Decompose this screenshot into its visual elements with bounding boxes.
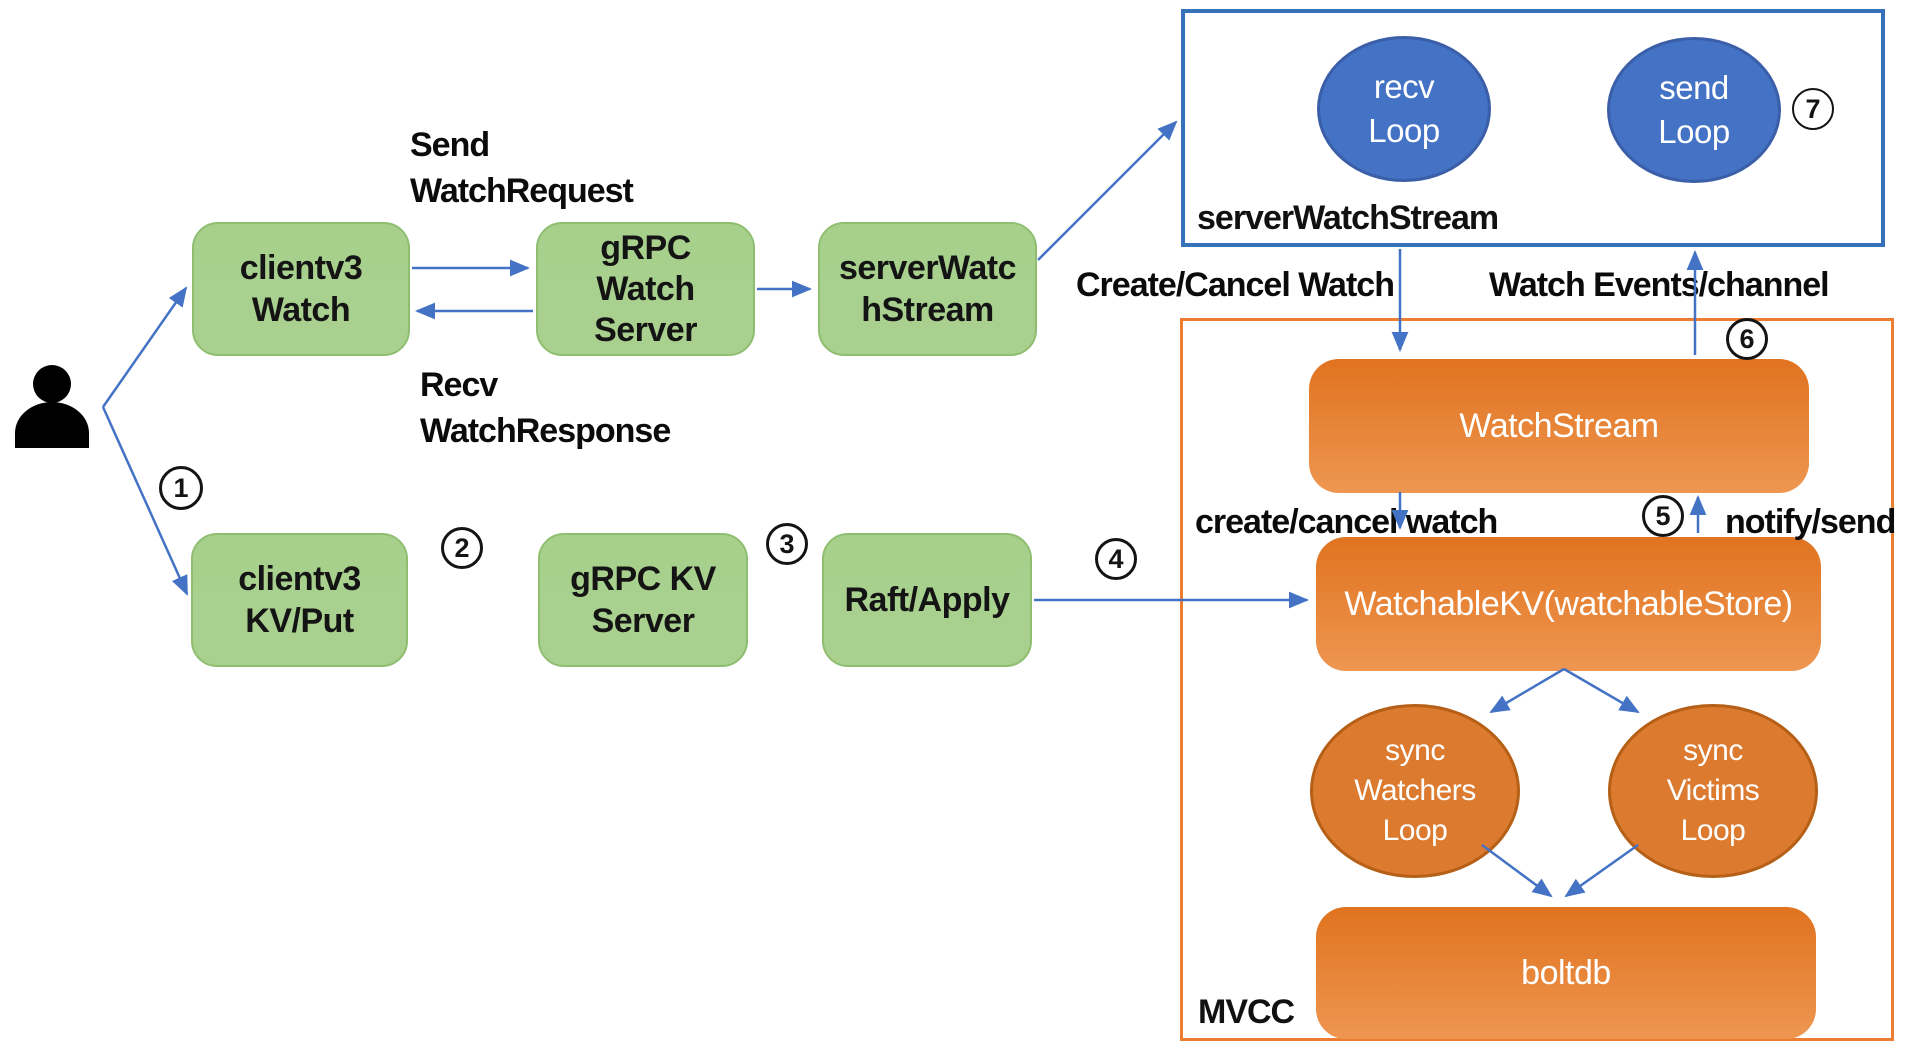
node-recv-loop: recv Loop — [1317, 36, 1491, 182]
node-label: WatchStream — [1459, 406, 1659, 445]
node-label: Server — [591, 602, 695, 640]
node-clientv3-watch: clientv3 Watch — [192, 222, 410, 356]
edge-label-create-cancel-watch-lower: create/cancel watch — [1195, 503, 1498, 541]
node-label: send — [1659, 69, 1729, 106]
node-clientv3-kv-put: clientv3 KV/Put — [191, 533, 408, 667]
edge-label-create-cancel-watch: Create/Cancel Watch — [1076, 266, 1395, 304]
node-label: Watch — [596, 269, 695, 308]
step-5-badge: 5 — [1642, 495, 1684, 537]
person-icon — [15, 365, 89, 448]
edge-label-notify-send: notify/send — [1725, 503, 1896, 541]
node-label: clientv3 — [239, 249, 363, 287]
container-label-mvcc: MVCC — [1198, 993, 1295, 1031]
node-sync-watchers-loop: sync Watchers Loop — [1310, 704, 1520, 878]
node-server-watch-stream: serverWatc hStream — [818, 222, 1037, 356]
node-label: Victims — [1666, 774, 1760, 807]
step-1-badge: 1 — [159, 466, 203, 510]
edge-label-send-watch-request: Send WatchRequest — [410, 126, 634, 210]
node-label: Server — [594, 310, 697, 349]
node-label: sync — [1385, 734, 1445, 767]
step-4-badge: 4 — [1095, 538, 1137, 580]
container-label-server-watch-stream: serverWatchStream — [1197, 199, 1499, 237]
node-label: Loop — [1368, 112, 1440, 149]
node-label: clientv3 — [238, 560, 361, 598]
step-6-badge: 6 — [1726, 318, 1768, 360]
edge-label-watch-events-channel: Watch Events/channel — [1489, 266, 1830, 304]
arrow-serverwatchstream-to-streambox — [1037, 120, 1178, 261]
node-label: KV/Put — [245, 602, 354, 640]
step-7-badge: 7 — [1792, 88, 1834, 130]
node-label: recv — [1373, 68, 1435, 105]
node-sync-victims-loop: sync Victims Loop — [1608, 704, 1818, 878]
node-grpc-watch-server: gRPC Watch Server — [536, 222, 755, 356]
node-label: gRPC KV — [570, 560, 716, 598]
step-3-badge: 3 — [766, 523, 808, 565]
node-watch-stream: WatchStream — [1309, 359, 1809, 493]
node-label: Watchers — [1354, 774, 1476, 807]
node-label: serverWatc — [838, 249, 1017, 287]
node-send-loop: send Loop — [1607, 37, 1781, 183]
node-label: Watch — [251, 291, 351, 329]
node-grpc-kv-server: gRPC KV Server — [538, 533, 748, 667]
node-label: Raft/Apply — [844, 581, 1011, 619]
node-watchable-kv: WatchableKV(watchableStore) — [1316, 537, 1821, 671]
node-label: Loop — [1382, 814, 1448, 847]
arrow-user-to-clientv3-watch — [101, 286, 188, 408]
node-label: sync — [1683, 734, 1743, 767]
container-mvcc: WatchStream WatchableKV(watchableStore) … — [1180, 318, 1896, 1041]
node-boltdb: boltdb — [1316, 907, 1816, 1039]
node-label: boltdb — [1521, 953, 1611, 992]
node-label: gRPC — [600, 228, 691, 267]
node-label: WatchableKV(watchableStore) — [1344, 584, 1793, 623]
node-raft-apply: Raft/Apply — [822, 533, 1032, 667]
node-label: Loop — [1658, 113, 1730, 150]
node-label: hStream — [861, 291, 994, 329]
node-label: Loop — [1680, 814, 1746, 847]
container-server-watch-stream: recv Loop send Loop 7 serverWatchStream — [1181, 9, 1885, 247]
edge-label-recv-watch-response: Recv WatchResponse — [420, 366, 671, 450]
step-2-badge: 2 — [441, 527, 483, 569]
